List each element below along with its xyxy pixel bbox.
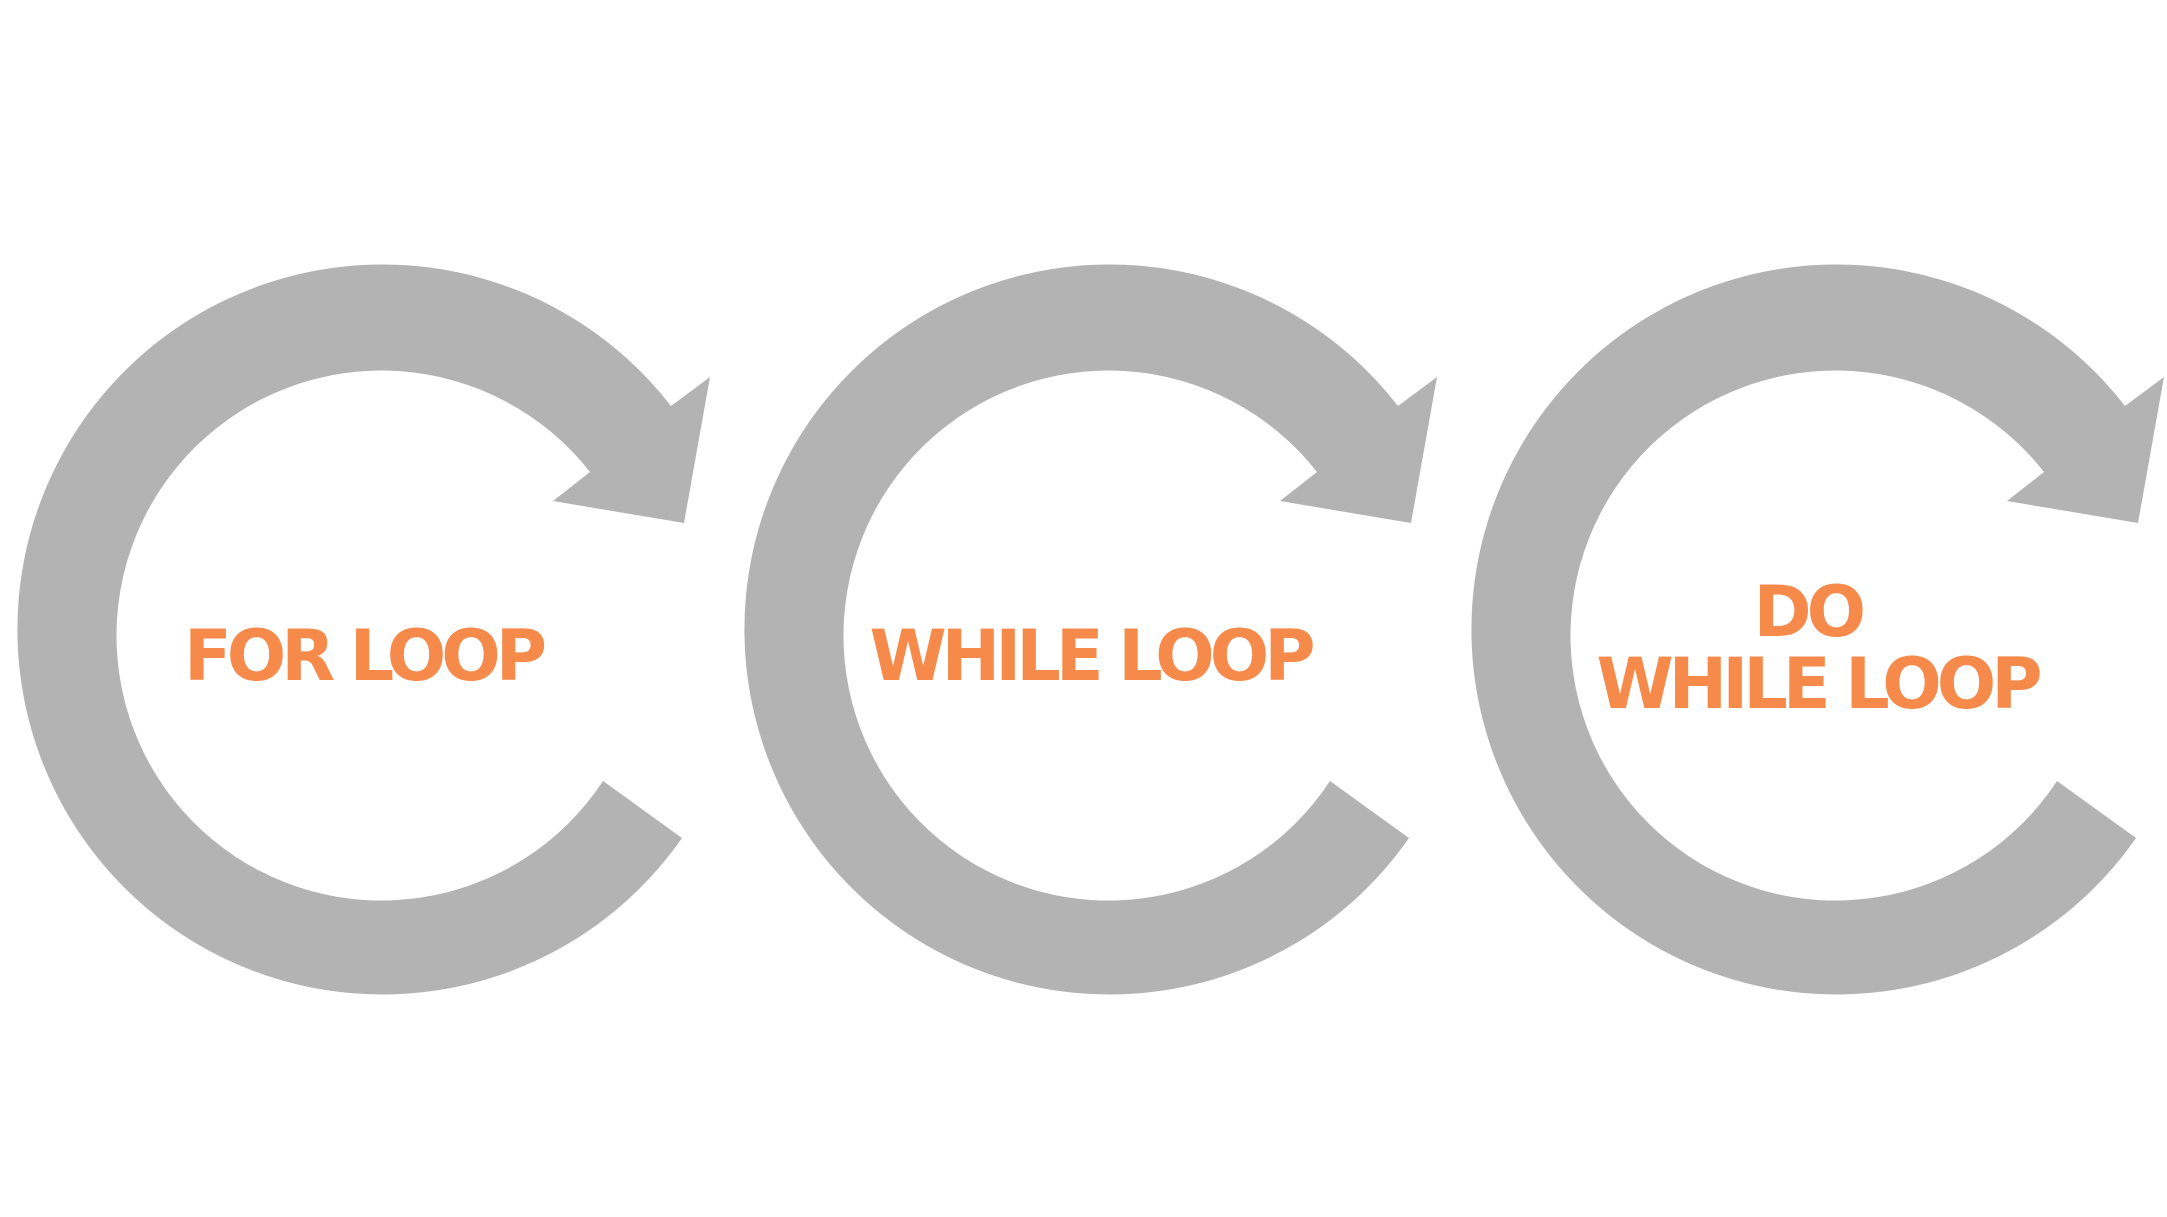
while-loop-group: WHILE LOOP [744,264,1437,995]
while-loop-label-line-1: WHILE LOOP [869,615,1313,697]
while-loop-circular-arrow-icon [744,264,1437,995]
for-loop-label: FOR LOOP [184,615,545,697]
do-while-loop-label-line-1: DO [1754,571,1863,653]
do-while-loop-group: DO WHILE LOOP [1471,264,2164,995]
for-loop-group: FOR LOOP [17,264,711,995]
for-loop-label-line-1: FOR LOOP [184,615,545,697]
while-loop-label: WHILE LOOP [869,615,1313,697]
do-while-loop-circular-arrow-icon [1471,264,2164,995]
do-while-loop-label-line-2: WHILE LOOP [1596,643,2040,725]
do-while-loop-label: DO WHILE LOOP [1596,571,2040,725]
for-loop-circular-arrow-icon [17,264,711,995]
